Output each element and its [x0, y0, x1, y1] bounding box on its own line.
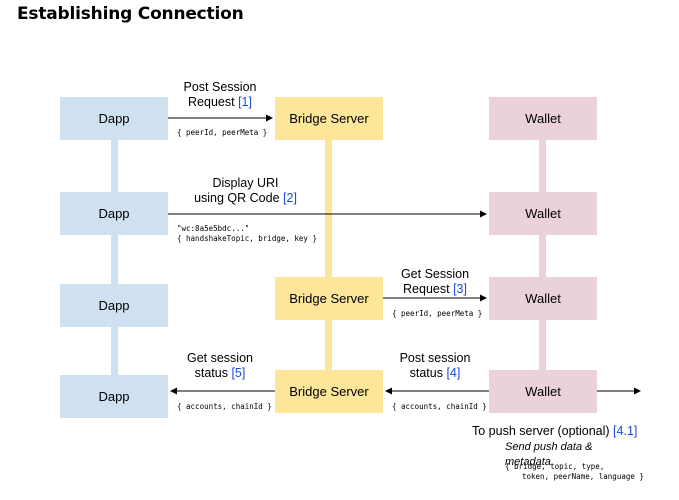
step3-label: Get Session Request [3]: [383, 267, 487, 297]
step4-label-line1: Post session: [399, 351, 471, 365]
push-label-text: To push server (optional): [472, 424, 614, 438]
wallet-node: Wallet: [489, 192, 597, 235]
bridge-server-label: Bridge Server: [289, 111, 369, 126]
bridge-server-label: Bridge Server: [289, 291, 369, 306]
step1-payload: { peerId, peerMeta }: [177, 128, 268, 137]
dapp-lifeline: [111, 140, 118, 380]
push-number: [4.1]: [613, 424, 638, 438]
wallet-node-label: Wallet: [525, 291, 561, 306]
wallet-node: Wallet: [489, 97, 597, 140]
dapp-node: Dapp: [60, 97, 168, 140]
step5-label-line1: Get session: [186, 351, 253, 365]
dapp-node-label: Dapp: [98, 298, 130, 313]
step5-number: [5]: [231, 366, 246, 380]
wallet-node-label: Wallet: [525, 111, 561, 126]
step5-payload: { accounts, chainId }: [177, 402, 272, 411]
dapp-node: Dapp: [60, 375, 168, 418]
dapp-node-label: Dapp: [98, 111, 130, 126]
step4-label: Post session status [4]: [383, 351, 487, 381]
wallet-lifeline: [539, 140, 546, 380]
dapp-node-label: Dapp: [98, 389, 130, 404]
dapp-node: Dapp: [60, 284, 168, 327]
wallet-node: Wallet: [489, 277, 597, 320]
step3-label-line1: Get Session: [400, 267, 470, 281]
push-sublabel: Send push data & metadata: [505, 441, 593, 468]
step3-number: [3]: [453, 282, 467, 296]
push-payload-line1: { bridge, topic, type,: [505, 462, 605, 471]
wallet-node-label: Wallet: [525, 384, 561, 399]
wallet-node-label: Wallet: [525, 206, 561, 221]
dapp-node-label: Dapp: [98, 206, 130, 221]
step2-number: [2]: [283, 191, 297, 205]
step1-label-line2: Request: [188, 95, 239, 109]
push-payload-line2: token, peerName, language }: [522, 472, 644, 481]
step4-payload: { accounts, chainId }: [392, 402, 487, 411]
step2-uri: "wc:8a5e5bdc...": [177, 224, 250, 233]
dapp-node: Dapp: [60, 192, 168, 235]
wallet-node: Wallet: [489, 370, 597, 413]
step3-label-line2: Request: [403, 282, 454, 296]
bridge-lifeline: [325, 140, 332, 380]
push-label: To push server (optional) [4.1]: [472, 424, 640, 439]
step1-label: Post Session Request [1]: [168, 80, 272, 110]
bridge-server-label: Bridge Server: [289, 384, 369, 399]
step1-label-line1: Post Session: [183, 80, 257, 94]
step5-label: Get session status [5]: [168, 351, 272, 381]
step1-number: [1]: [238, 95, 252, 109]
step3-payload: { peerId, peerMeta }: [392, 309, 483, 318]
step4-label-line2: status: [409, 366, 447, 380]
step2-label-line2: using QR Code: [194, 191, 284, 205]
step2-label: Display URI using QR Code [2]: [168, 176, 323, 206]
step4-number: [4]: [446, 366, 461, 380]
step2-label-line1: Display URI: [212, 176, 279, 190]
bridge-server-node: Bridge Server: [275, 277, 383, 320]
bridge-server-node: Bridge Server: [275, 97, 383, 140]
bridge-server-node: Bridge Server: [275, 370, 383, 413]
step5-label-line2: status: [194, 366, 232, 380]
step2-payload: { handshakeTopic, bridge, key }: [177, 234, 317, 243]
diagram-title: Establishing Connection: [17, 4, 244, 24]
